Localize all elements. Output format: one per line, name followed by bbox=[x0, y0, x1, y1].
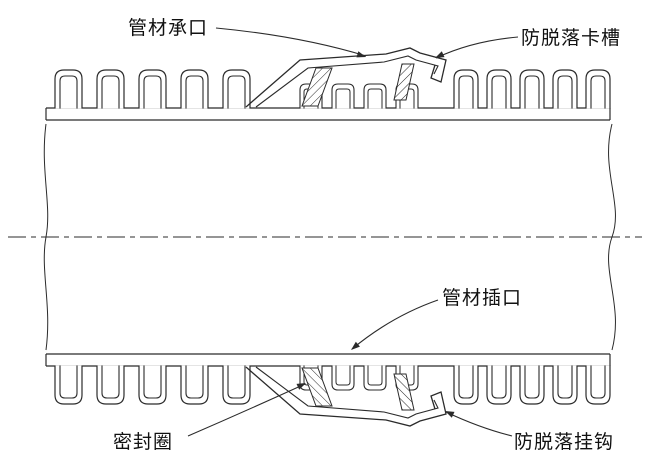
corrugation-tooth-outer bbox=[552, 365, 578, 405]
corrugation-tooth-inner bbox=[590, 75, 606, 109]
corrugation-tooth-outer bbox=[519, 365, 545, 405]
corrugation-tooth-inner bbox=[557, 75, 573, 109]
corrugation-tooth-inner bbox=[524, 365, 540, 399]
bottom-pipe-profile bbox=[45, 353, 611, 427]
corrugation-tooth-outer bbox=[180, 69, 209, 109]
break-line-left bbox=[43, 123, 49, 351]
bell-inner-line bbox=[255, 55, 439, 108]
corrugation-tooth-outer bbox=[453, 365, 479, 405]
bell-inner-line bbox=[255, 366, 439, 419]
corrugation-tooth-inner bbox=[101, 365, 120, 399]
corrugation-tooth-outer bbox=[552, 69, 578, 109]
corrugation-tooth-inner bbox=[590, 365, 606, 399]
corrugation-tooth-inner bbox=[524, 75, 540, 109]
arrowhead-socket bbox=[356, 51, 366, 58]
top-pipe-profile bbox=[45, 47, 611, 121]
corrugation-tooth-outer bbox=[138, 69, 167, 109]
corrugation-tooth-inner bbox=[491, 75, 507, 109]
leader-hook bbox=[445, 411, 513, 437]
corrugation-tooth-outer bbox=[585, 69, 611, 109]
corrugation-tooth-outer bbox=[96, 365, 125, 405]
corrugation-tooth-outer bbox=[222, 69, 251, 109]
leader-socket bbox=[215, 27, 367, 57]
bell-outer-line bbox=[245, 366, 447, 427]
annotations: 管材承口 防脱落卡槽 管材插口 密封圈 防脱落挂钩 bbox=[113, 17, 621, 453]
spigot-corrugation-outer bbox=[363, 83, 387, 109]
label-seal-ring: 密封圈 bbox=[113, 431, 173, 453]
leader-spigot bbox=[351, 299, 439, 350]
corrugation-tooth-outer bbox=[180, 365, 209, 405]
lock-section bbox=[393, 63, 415, 101]
corrugation-tooth-outer bbox=[486, 69, 512, 109]
corrugation-tooth-inner bbox=[101, 75, 120, 109]
label-anti-slip-slot: 防脱落卡槽 bbox=[521, 27, 621, 49]
corrugation-tooth-inner bbox=[491, 365, 507, 399]
corrugation-tooth-inner bbox=[227, 75, 246, 109]
corrugation-tooth-outer bbox=[54, 365, 83, 405]
corrugation-tooth-outer bbox=[519, 69, 545, 109]
corrugation-tooth-outer bbox=[585, 365, 611, 405]
spigot-corrugation-inner bbox=[367, 365, 383, 386]
corrugation-tooth-inner bbox=[185, 365, 204, 399]
spigot-corrugation-outer bbox=[363, 365, 387, 391]
seal-ring-section bbox=[301, 67, 333, 107]
corrugation-tooth-inner bbox=[59, 365, 78, 399]
arrowhead-hook bbox=[445, 411, 455, 418]
corrugation-tooth-inner bbox=[143, 365, 162, 399]
arrowhead-spigot bbox=[351, 341, 360, 350]
corrugation-tooth-outer bbox=[96, 69, 125, 109]
corrugation-tooth-outer bbox=[138, 365, 167, 405]
corrugation-tooth-inner bbox=[458, 365, 474, 399]
spigot-corrugation-outer bbox=[331, 365, 355, 391]
break-line-right bbox=[608, 123, 616, 351]
corrugation-tooth-outer bbox=[486, 365, 512, 405]
lock-section bbox=[393, 373, 415, 411]
label-anti-slip-hook: 防脱落挂钩 bbox=[514, 431, 614, 453]
bell-outer-line bbox=[245, 47, 447, 108]
corrugation-tooth-inner bbox=[458, 75, 474, 109]
leader-seal bbox=[187, 383, 306, 437]
corrugation-tooth-outer bbox=[222, 365, 251, 405]
spigot-corrugation-inner bbox=[335, 88, 351, 109]
spigot-corrugation-inner bbox=[335, 365, 351, 386]
leader-slot bbox=[435, 36, 519, 59]
label-pipe-spigot: 管材插口 bbox=[442, 287, 522, 309]
arrowhead-slot bbox=[435, 51, 445, 58]
corrugation-tooth-outer bbox=[54, 69, 83, 109]
spigot-corrugation-inner bbox=[367, 88, 383, 109]
arrowhead-seal bbox=[296, 383, 306, 390]
corrugation-tooth-inner bbox=[143, 75, 162, 109]
label-pipe-socket: 管材承口 bbox=[128, 17, 208, 39]
seal-ring-section bbox=[301, 367, 333, 407]
spigot-corrugation-outer bbox=[331, 83, 355, 109]
corrugation-tooth-inner bbox=[59, 75, 78, 109]
corrugation-tooth-outer bbox=[453, 69, 479, 109]
corrugation-tooth-inner bbox=[227, 365, 246, 399]
corrugation-tooth-inner bbox=[557, 365, 573, 399]
corrugation-tooth-inner bbox=[185, 75, 204, 109]
